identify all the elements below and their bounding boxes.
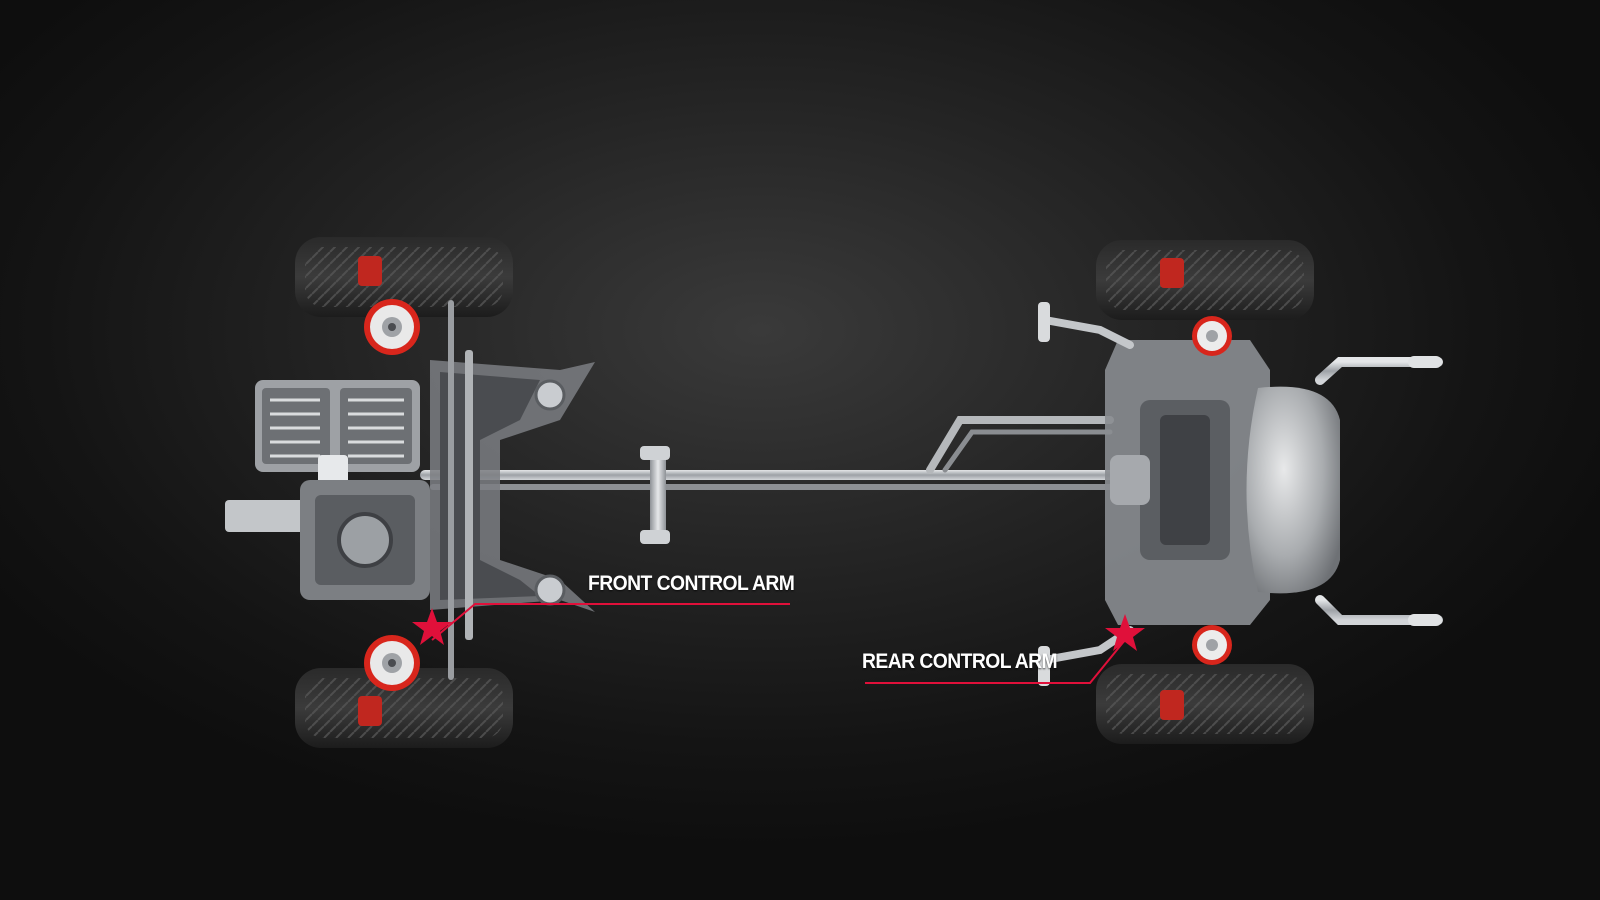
rear-subframe xyxy=(1038,302,1270,686)
fuel-tank xyxy=(1246,386,1340,594)
brake-caliper-rr xyxy=(1160,690,1184,720)
tire-rear-left xyxy=(1096,240,1314,320)
tire-front-left xyxy=(295,237,513,317)
rear-shock-mount-right xyxy=(1192,625,1232,665)
engine-mount xyxy=(225,500,305,532)
exhaust-pipes xyxy=(1315,356,1443,626)
front-strut-mount-left xyxy=(364,299,420,355)
rear-shock-mount-left xyxy=(1192,316,1232,356)
front-control-arm-label: FRONT CONTROL ARM xyxy=(588,572,795,595)
engine-block xyxy=(225,380,430,600)
front-strut-mount-right xyxy=(364,635,420,691)
rear-control-arm-star-icon xyxy=(1105,614,1145,651)
brake-caliper-fr xyxy=(358,696,382,726)
brake-caliper-rl xyxy=(1160,258,1184,288)
center-bearing xyxy=(650,446,666,540)
tire-front-right xyxy=(295,668,513,748)
front-control-arm-callout xyxy=(412,603,790,645)
tire-rear-right xyxy=(1096,664,1314,744)
front-subframe xyxy=(430,300,595,680)
rear-control-arm-label: REAR CONTROL ARM xyxy=(862,650,1058,673)
drive-shaft xyxy=(420,416,1140,544)
differential xyxy=(1110,455,1150,505)
front-control-arm-star-icon xyxy=(412,608,452,645)
brake-caliper-fl xyxy=(358,256,382,286)
rear-control-arm-callout xyxy=(865,614,1145,684)
